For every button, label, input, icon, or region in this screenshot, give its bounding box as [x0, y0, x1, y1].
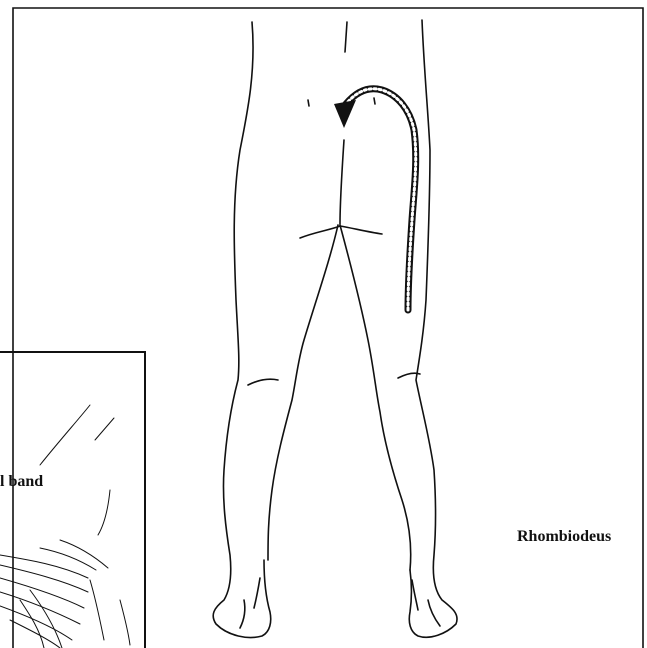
- lower-body-outline: [213, 20, 457, 638]
- referral-pain-arrow-icon: [334, 89, 416, 310]
- taut-band-label: l band: [0, 473, 43, 491]
- muscle-texture: [0, 405, 130, 648]
- inset-panel: [0, 352, 145, 648]
- main-panel-frame: [13, 8, 643, 648]
- rhombiodeus-label: Rhombiodeus: [515, 528, 613, 546]
